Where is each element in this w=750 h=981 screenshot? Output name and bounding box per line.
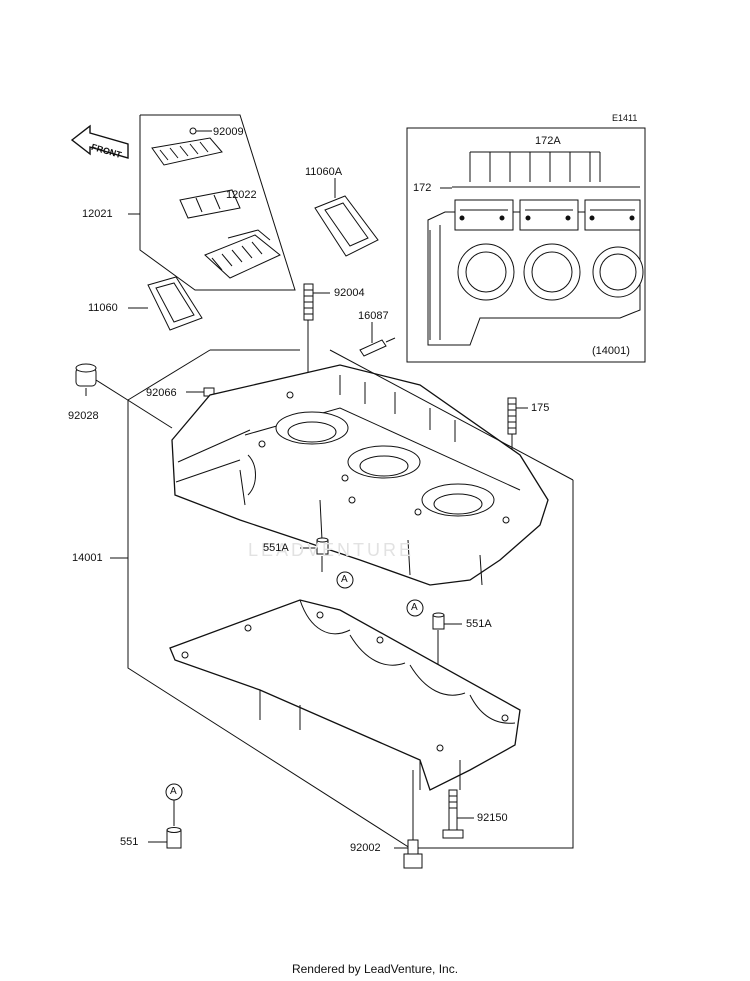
label-11060a[interactable]: 11060A bbox=[305, 166, 343, 178]
label-551a-lower[interactable]: 551A bbox=[466, 618, 492, 630]
callout-a1: A bbox=[341, 574, 348, 585]
gasket-11060 bbox=[128, 276, 203, 331]
callout-circle-a1 bbox=[336, 571, 354, 589]
watermark: LEADVENTURE bbox=[248, 540, 415, 560]
label-551a-upper[interactable]: 551A bbox=[263, 542, 289, 554]
callout-circle-a2 bbox=[406, 599, 424, 617]
label-12022[interactable]: 12022 bbox=[226, 189, 257, 201]
diagram-code: E1411 bbox=[612, 113, 638, 123]
label-14001[interactable]: 14001 bbox=[72, 552, 103, 564]
label-16087[interactable]: 16087 bbox=[358, 310, 389, 322]
label-92066[interactable]: 92066 bbox=[146, 387, 177, 399]
stud-92004 bbox=[303, 283, 330, 390]
label-175[interactable]: 175 bbox=[531, 402, 550, 414]
label-172a[interactable]: 172A bbox=[535, 135, 561, 147]
label-92028[interactable]: 92028 bbox=[68, 410, 99, 422]
inset-crankcase-view bbox=[406, 127, 646, 363]
reed-valve-group bbox=[128, 114, 296, 291]
callout-a2: A bbox=[411, 602, 418, 613]
sensor-16087 bbox=[359, 322, 396, 357]
label-92150[interactable]: 92150 bbox=[477, 812, 508, 824]
callout-a3: A bbox=[170, 786, 177, 797]
bolt-92002 bbox=[394, 770, 423, 869]
plug-92028 bbox=[75, 363, 173, 429]
upper-crankcase bbox=[171, 364, 549, 586]
inset-reference: (14001) bbox=[592, 345, 630, 357]
label-92004[interactable]: 92004 bbox=[334, 287, 365, 299]
label-172[interactable]: 172 bbox=[413, 182, 432, 194]
gasket-11060a bbox=[314, 178, 379, 257]
label-12021[interactable]: 12021 bbox=[82, 208, 113, 220]
dowel-551 bbox=[148, 827, 182, 849]
front-arrow-icon: FRONT bbox=[70, 124, 129, 160]
label-551[interactable]: 551 bbox=[120, 836, 139, 848]
footer-credit: Rendered by LeadVenture, Inc. bbox=[291, 962, 459, 976]
bolt-92150 bbox=[442, 789, 474, 839]
dowel-551a-upper bbox=[300, 537, 329, 572]
lower-crankcase bbox=[169, 599, 521, 791]
label-11060[interactable]: 11060 bbox=[88, 302, 118, 314]
label-92002[interactable]: 92002 bbox=[350, 842, 381, 854]
label-92009[interactable]: 92009 bbox=[213, 126, 244, 138]
